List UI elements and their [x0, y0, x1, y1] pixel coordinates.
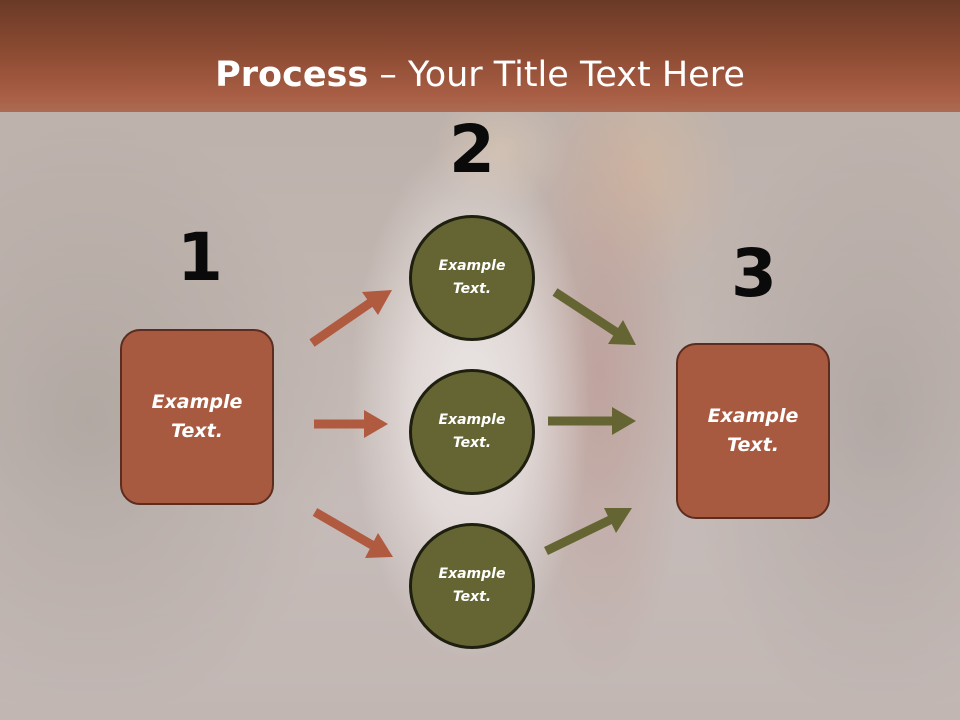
circle-bottom-text-line1: Example — [438, 566, 506, 582]
step-3-box: Example Text. — [676, 343, 830, 519]
step-2-circle-top: Example Text. — [409, 215, 535, 341]
step-2-circle-bottom: Example Text. — [409, 523, 535, 649]
arrow-1-to-top — [309, 290, 392, 347]
title-bold: Process — [215, 55, 369, 95]
step-1-text: Example Text. — [152, 388, 243, 446]
arrow-bottom-to-3 — [544, 508, 632, 556]
circle-bottom-text: Example Text. — [439, 563, 506, 609]
arrow-1-to-middle — [314, 410, 388, 438]
step-3-text: Example Text. — [708, 402, 799, 460]
step-1-text-line1: Example — [151, 391, 243, 413]
step-number-1: 1 — [177, 219, 223, 296]
circle-top-text: Example Text. — [439, 255, 506, 301]
step-1-text-line2: Text. — [171, 420, 223, 442]
arrow-1-to-bottom — [312, 508, 393, 558]
step-number-3: 3 — [731, 235, 777, 312]
arrow-middle-to-3 — [548, 407, 636, 435]
arrow-top-to-3 — [552, 288, 636, 345]
title-rest: – Your Title Text Here — [368, 55, 745, 95]
step-number-2: 2 — [449, 111, 495, 188]
circle-middle-text-line1: Example — [438, 412, 506, 428]
step-1-box: Example Text. — [120, 329, 274, 505]
step-2-circle-middle: Example Text. — [409, 369, 535, 495]
title-bar — [0, 0, 960, 112]
slide-title: Process – Your Title Text Here — [0, 52, 960, 98]
circle-middle-text: Example Text. — [439, 409, 506, 455]
circle-top-text-line2: Text. — [452, 281, 492, 297]
circle-top-text-line1: Example — [438, 258, 506, 274]
step-3-text-line1: Example — [707, 405, 799, 427]
circle-middle-text-line2: Text. — [452, 435, 492, 451]
circle-bottom-text-line2: Text. — [452, 589, 492, 605]
step-3-text-line2: Text. — [727, 434, 779, 456]
